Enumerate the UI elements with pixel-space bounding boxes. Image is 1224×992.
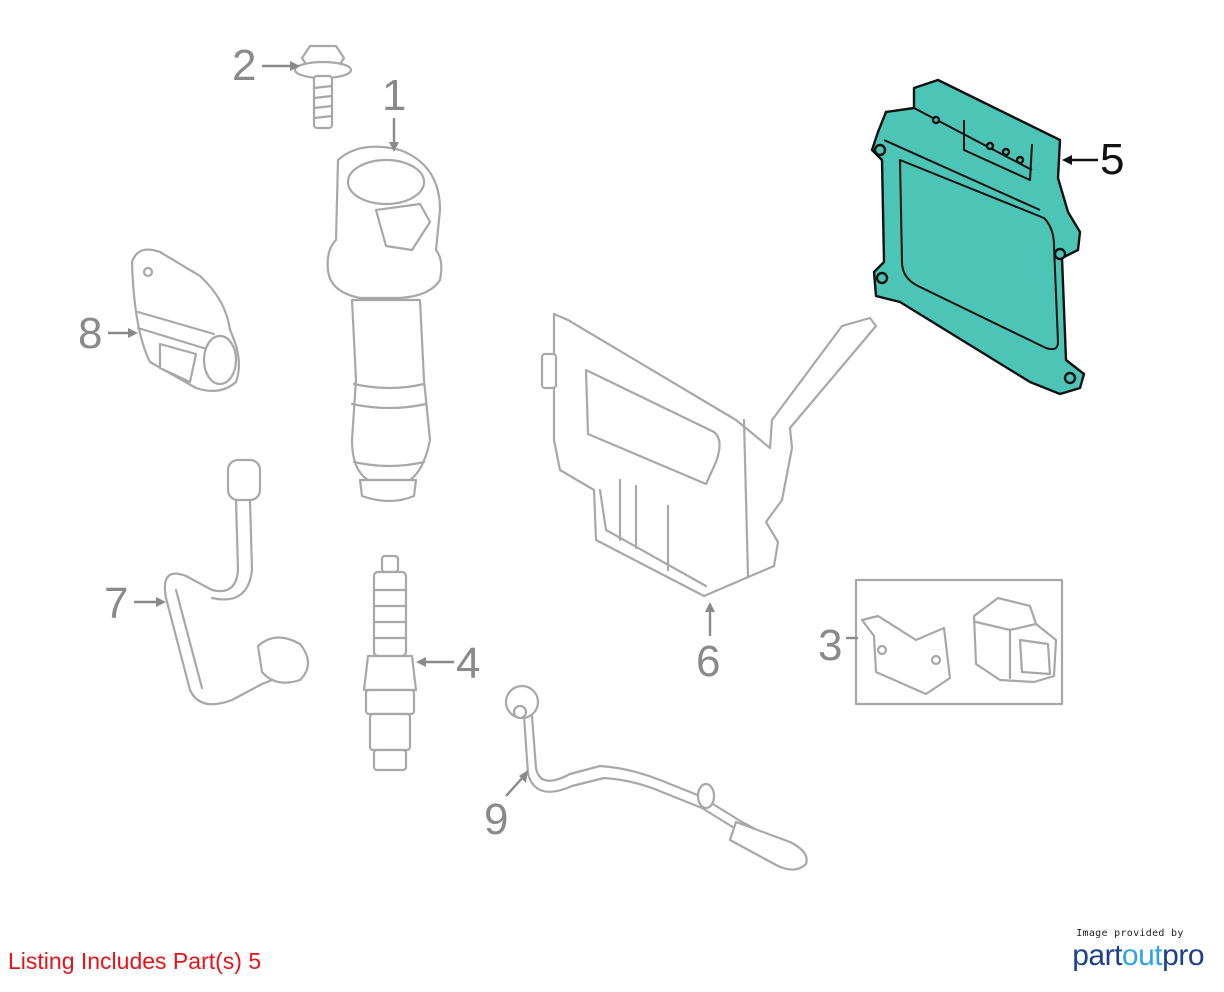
arrow-7	[156, 597, 166, 607]
part-5-ecu[interactable]	[870, 78, 1086, 396]
callout-2: 2	[232, 41, 256, 90]
listing-caption: Listing Includes Part(s) 5	[8, 948, 262, 974]
arrow-4	[416, 657, 426, 667]
part-3-kit[interactable]	[854, 578, 1064, 706]
callout-9: 9	[484, 795, 508, 844]
callout-8: 8	[78, 309, 102, 358]
brand-provided-by: Image provided by	[1076, 928, 1184, 939]
callout-5: 5	[1100, 135, 1124, 184]
arrow-5	[1062, 155, 1072, 165]
callout-4: 4	[456, 639, 480, 688]
arrow-9	[519, 770, 528, 783]
brand-name: partoutpro	[1072, 939, 1204, 973]
brand-name-part2: out	[1121, 939, 1163, 972]
part-8-cover[interactable]	[130, 248, 241, 393]
part-7-sensor-hose[interactable]	[163, 458, 310, 706]
part-6-bracket[interactable]	[540, 312, 878, 598]
arrow-2	[290, 61, 300, 71]
callout-6: 6	[696, 637, 720, 686]
brand-name-part3: pro	[1162, 939, 1204, 972]
arrow-1	[389, 142, 399, 152]
part-4-spark-plug[interactable]	[362, 554, 418, 772]
brand-logo: Image provided by partoutpro	[1072, 928, 1204, 973]
leader-9	[505, 775, 525, 797]
callout-1: 1	[382, 71, 406, 120]
part-2-bolt[interactable]	[293, 44, 353, 130]
arrow-8	[128, 328, 138, 338]
callout-7: 7	[104, 579, 128, 628]
part-9-knock-sensor[interactable]	[504, 684, 808, 871]
callout-3: 3	[818, 621, 842, 670]
part-1-ignition-coil[interactable]	[326, 145, 443, 503]
brand-name-part1: part	[1072, 939, 1122, 972]
arrow-6	[705, 602, 715, 612]
